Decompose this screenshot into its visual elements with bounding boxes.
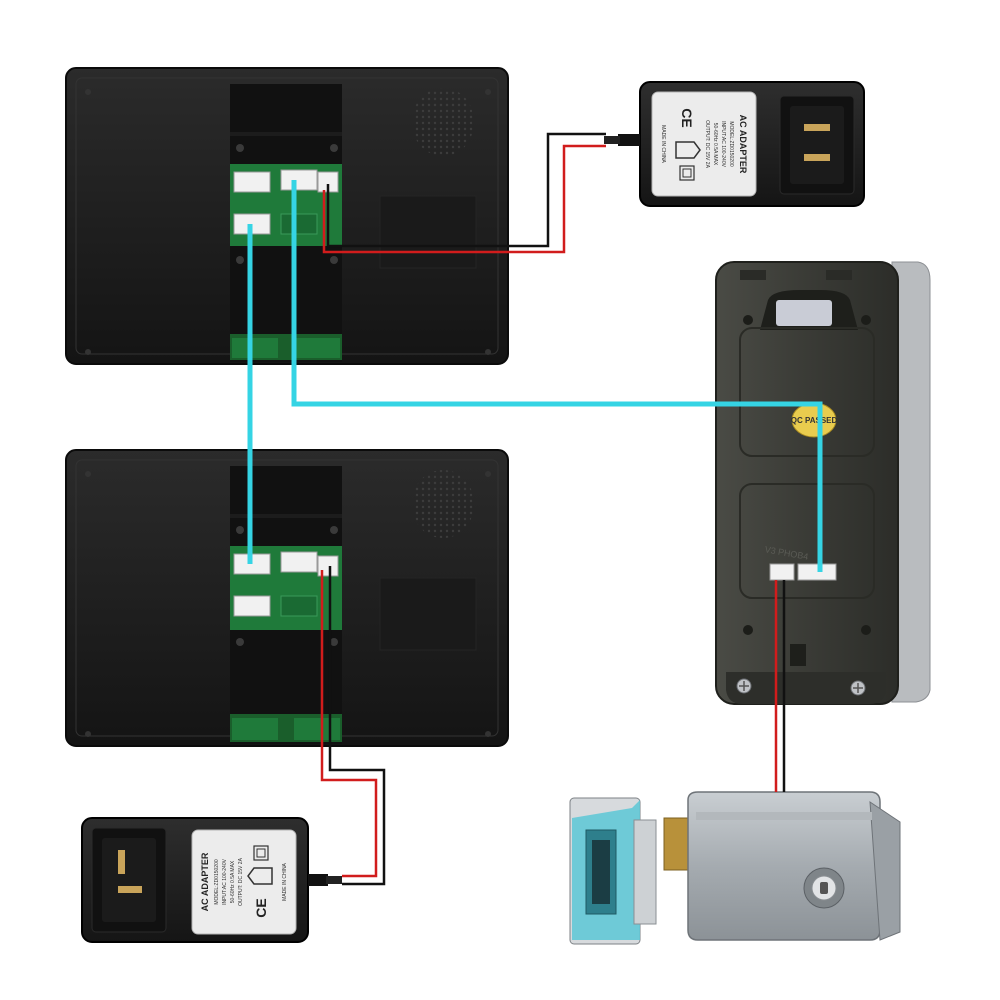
svg-text:QC PASSED: QC PASSED: [791, 416, 838, 425]
indoor-monitor-1: [65, 67, 509, 365]
camera-cable-bundle: [776, 300, 832, 326]
power-adapter-top: AC ADAPTER MODEL:ZD0150200 INPUT:AC 100-…: [604, 81, 865, 207]
monitor-2-port-out: [233, 595, 271, 617]
wire-monitor1-power-positive: [322, 144, 606, 254]
adapter-bottom-freq: 50-60Hz 0.5A MAX: [230, 860, 236, 903]
monitor-1-port-in: [233, 171, 271, 193]
outdoor-door-station: QC PASSED V3 PHOB4: [715, 261, 931, 705]
adapter-bottom-title: AC ADAPTER: [200, 852, 210, 911]
double-insulation-icon: [253, 845, 269, 861]
adapter-bottom-origin: MADE IN CHINA: [282, 862, 288, 900]
signal-cable-door-station: [291, 180, 823, 572]
adapter-top-output: OUTPUT: DC 15V 2A: [704, 120, 710, 168]
adapter-bottom-ce-mark: CE: [253, 898, 269, 917]
lock-strike-plate: [569, 797, 657, 945]
wire-monitor2-power-positive: [320, 570, 378, 878]
monitor-2-port-door: [280, 551, 318, 573]
door-station-power-port: [769, 563, 795, 581]
monitor-2-speaker-grille: [413, 470, 473, 538]
power-adapter-bottom: AC ADAPTER MODEL:ZD0150200 INPUT:AC 100-…: [81, 817, 342, 943]
adapter-bottom-model: MODEL:ZD0150200: [214, 859, 220, 905]
plug-socket-icon: [102, 838, 156, 922]
home-use-icon: [675, 141, 701, 159]
monitor-1-port-door: [280, 169, 318, 191]
adapter-bottom-input: INPUT:AC 100-240V: [222, 858, 228, 905]
door-station-signal-port: [797, 563, 837, 581]
adapter-top-input: INPUT:AC 100-240V: [720, 121, 726, 168]
indoor-monitor-2: [65, 449, 509, 747]
monitor-2-pcb: [230, 546, 342, 630]
adapter-bottom-label: [191, 829, 297, 935]
electric-lock: [569, 791, 901, 945]
home-use-icon: [247, 867, 273, 885]
wire-monitor1-power-negative: [326, 132, 606, 248]
adapter-top-freq: 50-60Hz 0.5A MAX: [712, 123, 718, 166]
adapter-top-origin: MADE IN CHINA: [660, 125, 666, 163]
wire-monitor2-power-negative: [328, 566, 386, 886]
qc-passed-sticker: QC PASSED: [791, 402, 838, 438]
double-insulation-icon: [679, 165, 695, 181]
monitor-1-speaker-grille: [413, 88, 473, 156]
adapter-top-ce-mark: CE: [679, 108, 695, 127]
adapter-top-label: [651, 91, 757, 197]
adapter-top-model: MODEL:ZD0150200: [728, 121, 734, 167]
plug-socket-icon: [790, 106, 844, 184]
adapter-top-title: AC ADAPTER: [738, 115, 748, 174]
adapter-bottom-output: OUTPUT: DC 15V 2A: [238, 857, 244, 905]
